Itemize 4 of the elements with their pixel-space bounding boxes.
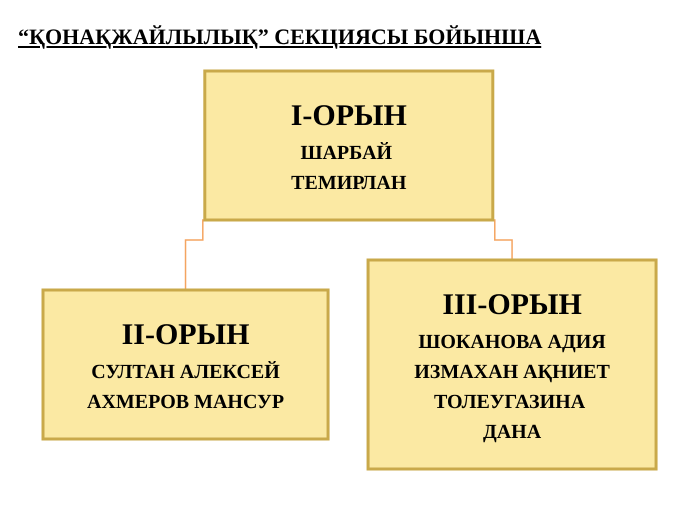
title: “ҚОНАҚЖАЙЛЫЛЫҚ” СЕКЦИЯСЫ БОЙЫНША — [18, 24, 542, 50]
node-box: III-ОРЫН ШОКАНОВА АДИЯ ИЗМАХАН АҚНИЕТ ТОЛЕУГАЗИНА ДАНА — [367, 258, 658, 470]
node-box: I-ОРЫН ШАРБАЙ ТЕМИРЛАН — [204, 70, 495, 222]
node-box: II-ОРЫН СУЛТАН АЛЕКСЕЙ АХМЕРОВ МАНСУР — [42, 288, 330, 440]
